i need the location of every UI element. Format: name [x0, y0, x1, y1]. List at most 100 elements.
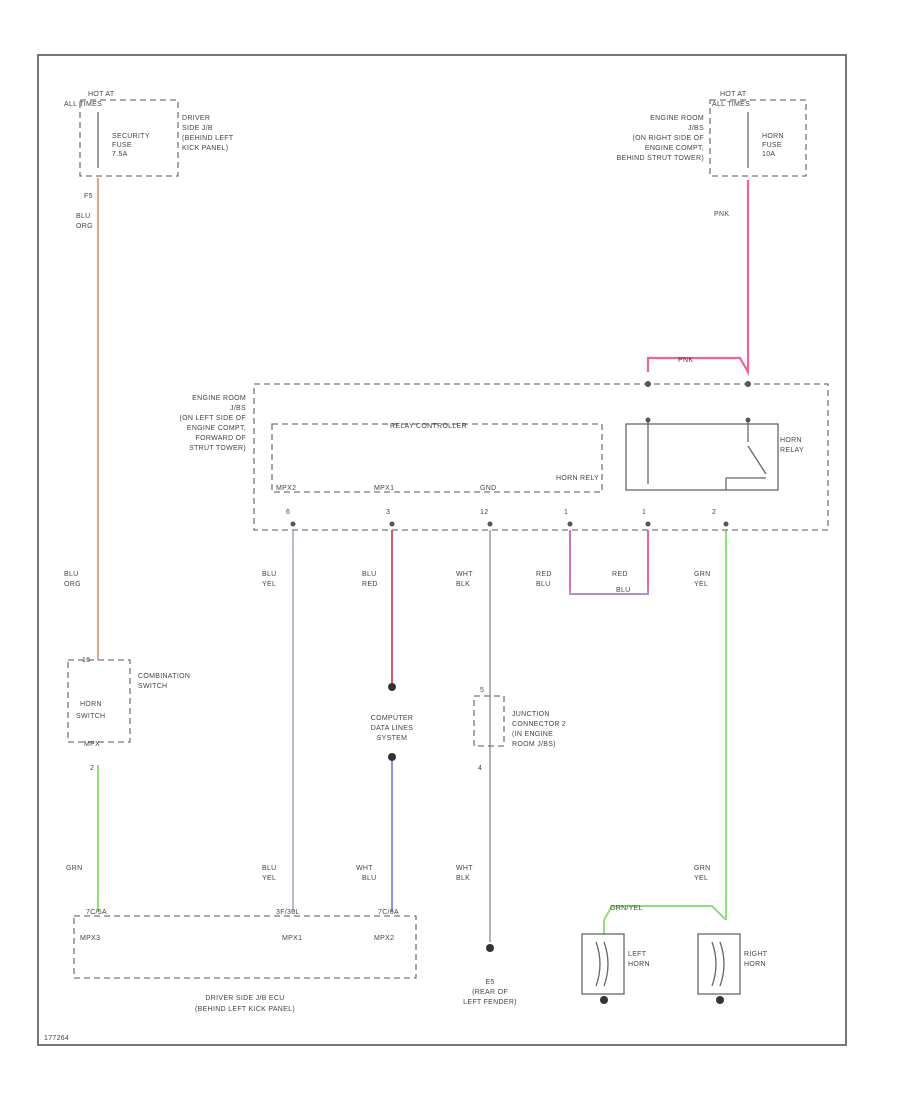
ground-point-left-horn	[600, 996, 608, 1004]
ecu-pin-mpx3: MPX3	[80, 935, 100, 942]
right-fuse-loc-2: J/BS	[688, 125, 704, 132]
wire-red-blu-loop	[569, 530, 649, 595]
right-fuse-loc-3: (ON RIGHT SIDE OF	[633, 135, 704, 142]
junction-label-3: (IN ENGINE	[512, 731, 553, 738]
wire-label-horn-switch-out: GRN	[66, 865, 82, 872]
wire-label-relay-ctrl-1: RED	[536, 571, 552, 578]
rc-pin-mpx1: MPX1	[374, 485, 394, 492]
left-fuse-box	[79, 99, 179, 177]
right-horn-icon	[697, 933, 741, 995]
left-horn-label-2: HORN	[628, 961, 650, 968]
left-fuse-name-3: 7.5A	[112, 151, 128, 158]
wire-label-relay-out-1: GRN	[694, 571, 710, 578]
wire-label-relay-ctrl2-2: BLU	[616, 587, 631, 594]
junction-label-4: ROOM J/BS)	[512, 741, 556, 748]
wire-label-mpx2-1: BLU	[262, 571, 277, 578]
relay-pin-2: 2	[712, 509, 716, 516]
right-fuse-name-1: HORN	[762, 133, 784, 140]
wire-label-gnd-1: WHT	[456, 571, 473, 578]
wire-label-mpx1-2: RED	[362, 581, 378, 588]
wire-grn-yel-horn-cross	[603, 905, 727, 921]
left-horn-icon	[581, 933, 625, 995]
wire-label-left-mid-1: BLU	[64, 571, 79, 578]
horn-relay-label-1: HORN	[780, 437, 802, 444]
left-fuse-pin: F5	[84, 193, 93, 200]
ground-point-right-horn	[716, 996, 724, 1004]
ground-point-computer-2	[388, 753, 396, 761]
engine-room-jb-box	[253, 383, 829, 531]
ecu-label-2: (BEHIND LEFT KICK PANEL)	[195, 1006, 295, 1013]
ecu-pin-mpx1: MPX1	[282, 935, 302, 942]
relay-controller-title: RELAY CONTROLLER	[390, 423, 467, 430]
ecu-connector-2: 3F/30L	[276, 909, 300, 916]
wire-label-relay-out-2: YEL	[694, 581, 708, 588]
comb-switch-inner-2: SWITCH	[76, 713, 105, 720]
wire-label-left-top-2: ORG	[76, 223, 93, 230]
ecu-connector-1: 7C/5A	[86, 909, 107, 916]
wire-pnk-feed	[646, 180, 750, 377]
ground-point-computer	[388, 683, 396, 691]
wire-label-left-top-1: BLU	[76, 213, 91, 220]
right-horn-label-2: HORN	[744, 961, 766, 968]
wire-label-relay-ctrl-2: BLU	[536, 581, 551, 588]
wire-label-horn-feed-1: GRN	[694, 865, 710, 872]
junction-label-1: JUNCTION	[512, 711, 550, 718]
comb-switch-pin-top: 16	[82, 657, 90, 664]
wire-label-mpx2-2: YEL	[262, 581, 276, 588]
right-fuse-name-2: FUSE	[762, 142, 782, 149]
comb-switch-inner-1: HORN	[80, 701, 102, 708]
right-fuse-source-1: HOT AT	[720, 91, 747, 98]
comb-switch-label-1: COMBINATION	[138, 673, 190, 680]
right-fuse-loc-5: BEHIND STRUT TOWER)	[617, 155, 704, 162]
relay-controller-box	[271, 423, 603, 493]
comb-switch-pin-bottom: MPX	[84, 741, 100, 748]
engine-jb-loc-5: FORWARD OF	[196, 435, 246, 442]
left-fuse-name-1: SECURITY	[112, 133, 150, 140]
wire-label-horn-cross: GRN/YEL	[610, 905, 643, 912]
wire-label-mpx2-low-2: YEL	[262, 875, 276, 882]
junction-connector-box	[473, 695, 505, 747]
rc-pin-horn: HORN RELY	[556, 475, 599, 482]
ground-e5-2: (REAR OF	[472, 989, 508, 996]
footer-code: 177264	[44, 1035, 69, 1042]
wire-label-data-low-1: WHT	[356, 865, 373, 872]
combination-switch-box	[67, 659, 131, 743]
comb-switch-pin-num: 2	[90, 765, 94, 772]
rc-pin-gnd: GND	[480, 485, 496, 492]
relay-pin-1: 1	[642, 509, 646, 516]
wire-label-gnd-low-2: BLK	[456, 875, 470, 882]
ecu-label-1: DRIVER SIDE J/B ECU	[205, 995, 284, 1002]
wire-label-gnd-low-1: WHT	[456, 865, 473, 872]
computer-data-3: SYSTEM	[377, 735, 408, 742]
left-fuse-loc-1: DRIVER	[182, 115, 210, 122]
ground-e5-1: E5	[485, 979, 494, 986]
left-fuse-loc-2: SIDE J/B	[182, 125, 213, 132]
wire-label-data-low-2: BLU	[362, 875, 377, 882]
engine-jb-loc-2: J/BS	[230, 405, 246, 412]
horn-relay-box	[625, 423, 779, 491]
right-horn-label-1: RIGHT	[744, 951, 768, 958]
right-fuse-loc-4: ENGINE COMPT,	[645, 145, 704, 152]
right-fuse-source-2: ALL TIMES	[712, 101, 750, 108]
diagram-frame	[37, 54, 847, 1046]
computer-data-1: COMPUTER	[371, 715, 413, 722]
right-fuse-loc-1: ENGINE ROOM	[650, 115, 704, 122]
left-fuse-loc-4: KICK PANEL)	[182, 145, 228, 152]
rc-pin-num-12: 12	[480, 509, 488, 516]
junction-pin-top: 5	[480, 687, 484, 694]
ecu-pin-mpx2: MPX2	[374, 935, 394, 942]
driver-jb-ecu-box	[73, 915, 417, 979]
wire-label-gnd-2: BLK	[456, 581, 470, 588]
rc-pin-num-6: 6	[286, 509, 290, 516]
engine-jb-loc-4: ENGINE COMPT,	[187, 425, 246, 432]
rc-pin-num-3: 3	[386, 509, 390, 516]
junction-pin-bottom: 4	[478, 765, 482, 772]
left-fuse-source-2: ALL TIMES	[64, 101, 102, 108]
computer-data-2: DATA LINES	[371, 725, 413, 732]
horn-relay-label-2: RELAY	[780, 447, 804, 454]
ecu-connector-3: 7C/6A	[378, 909, 399, 916]
ground-e5-3: LEFT FENDER)	[463, 999, 517, 1006]
engine-jb-loc-3: (ON LEFT SIDE OF	[179, 415, 246, 422]
left-horn-label-1: LEFT	[628, 951, 647, 958]
wire-label-mpx1-1: BLU	[362, 571, 377, 578]
